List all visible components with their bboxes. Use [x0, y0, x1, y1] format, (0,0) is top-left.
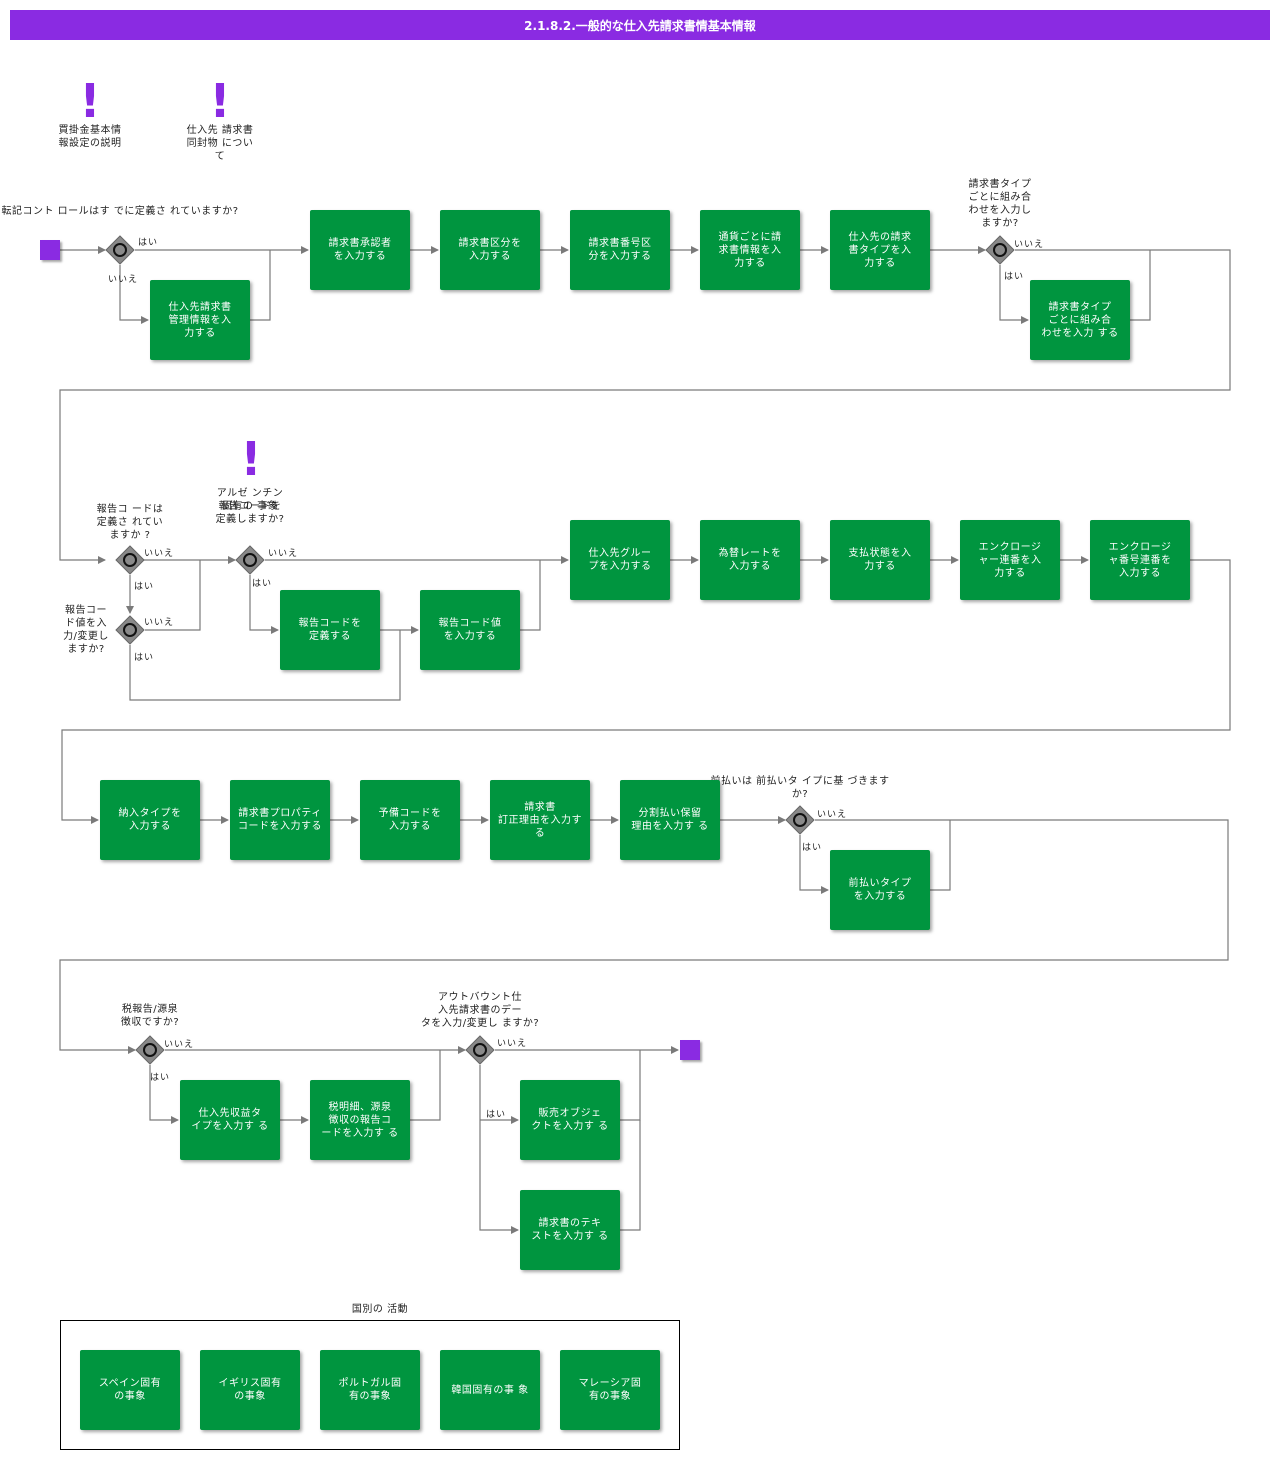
gateway-diamond	[465, 1035, 495, 1065]
start-event	[40, 240, 60, 260]
gateway-question: 税報告/源泉 徴収ですか?	[120, 1004, 180, 1028]
task-box[interactable]: エンクロージ ャー連番を入 力する	[960, 520, 1060, 600]
group-label: 国別の 活動	[351, 1304, 409, 1315]
gateway-question: アウトバウント仕 入先請求書のデー タを入力/変更し ますか?	[420, 992, 540, 1029]
task-box[interactable]: 仕入先請求書 管理情報を入 力する	[150, 280, 250, 360]
gateway-diamond	[235, 545, 265, 575]
branch-yes-label: はい	[138, 238, 159, 248]
branch-no-label: いいえ	[1014, 240, 1045, 250]
country-task-box[interactable]: マレーシア固 有の事象	[560, 1350, 660, 1430]
gateway-diamond	[115, 545, 145, 575]
task-box[interactable]: 納入タイプを 入力する	[100, 780, 200, 860]
task-box[interactable]: 請求書プロパティ コードを入力する	[230, 780, 330, 860]
country-task-box[interactable]: スペイン固有 の事象	[80, 1350, 180, 1430]
branch-yes-label: はい	[150, 1073, 171, 1083]
gateway-question: 転記コント ロールはす でに定義さ れていますか?	[1, 206, 239, 217]
task-box[interactable]: 請求書番号区 分を入力する	[570, 210, 670, 290]
note-label: 仕入先 請求書 同封物 につい て	[186, 125, 254, 162]
task-box[interactable]: 予備コードを 入力する	[360, 780, 460, 860]
task-box[interactable]: 請求書 訂正理由を入力する	[490, 780, 590, 860]
branch-no-label: いいえ	[108, 275, 139, 285]
note-label: アルゼ ンチン 固有の 事象	[216, 488, 284, 512]
task-box[interactable]: 分割払い保留 理由を入力す る	[620, 780, 720, 860]
country-task-box[interactable]: イギリス固有 の事象	[200, 1350, 300, 1430]
branch-yes-label: はい	[486, 1110, 507, 1120]
task-box[interactable]: 請求書区分を 入力する	[440, 210, 540, 290]
task-box[interactable]: 仕入先収益タ イプを入力す る	[180, 1080, 280, 1160]
task-box[interactable]: 通貨ごとに請 求書情報を入 力する	[700, 210, 800, 290]
branch-no-label: いいえ	[497, 1039, 528, 1049]
branch-yes-label: はい	[1004, 272, 1025, 282]
note-label: 買掛金基本情 報設定の説明	[58, 125, 122, 149]
task-box[interactable]: 仕入先の請求 書タイプを入 力する	[830, 210, 930, 290]
branch-no-label: いいえ	[144, 618, 175, 628]
task-box[interactable]: 請求書のテキ ストを入力す る	[520, 1190, 620, 1270]
gateway-diamond	[785, 805, 815, 835]
branch-no-label: いいえ	[268, 549, 299, 559]
task-box[interactable]: 販売オブジェ クトを入力す る	[520, 1080, 620, 1160]
gateway-diamond	[105, 235, 135, 265]
task-box[interactable]: エンクロージ ャ番号連番を 入力する	[1090, 520, 1190, 600]
task-box[interactable]: 仕入先グルー プを入力する	[570, 520, 670, 600]
branch-no-label: いいえ	[144, 549, 175, 559]
task-box[interactable]: 請求書承認者 を入力する	[310, 210, 410, 290]
task-box[interactable]: 報告コード値 を入力する	[420, 590, 520, 670]
branch-no-label: いいえ	[164, 1040, 195, 1050]
task-box[interactable]: 請求書タイプ ごとに組み合 わせを入力 する	[1030, 280, 1130, 360]
gateway-question: 報告コー ド値を入 力/変更し ますか?	[63, 605, 109, 655]
country-task-box[interactable]: 韓国固有の事 象	[440, 1350, 540, 1430]
branch-no-label: いいえ	[817, 810, 848, 820]
gateway-question: 請求書タイプ ごとに組み合 わせを入力し ますか?	[968, 179, 1032, 229]
branch-yes-label: はい	[134, 582, 155, 592]
exclamation-icon: !	[240, 432, 262, 486]
exclamation-icon: !	[79, 74, 101, 128]
task-box[interactable]: 税明細、源泉 徴収の報告コ ードを入力す る	[310, 1080, 410, 1160]
branch-yes-label: はい	[252, 579, 273, 589]
gateway-question: 前払いは 前払いタ イプに基 づきます か?	[710, 776, 890, 800]
gateway-diamond	[115, 615, 145, 645]
country-activities-group	[60, 1320, 680, 1450]
branch-yes-label: はい	[134, 653, 155, 663]
gateway-question: 報告コ ードは 定義さ れてい ますか ?	[96, 504, 164, 541]
diagram-title: 2.1.8.2.一般的な仕入先請求書情基本情報	[10, 10, 1270, 40]
gateway-diamond	[985, 235, 1015, 265]
gateway-question: 報告コードを定義しますか?	[215, 501, 285, 525]
exclamation-icon: !	[209, 74, 231, 128]
task-box[interactable]: 為替レートを 入力する	[700, 520, 800, 600]
gateway-diamond	[135, 1035, 165, 1065]
end-event	[680, 1040, 700, 1060]
task-box[interactable]: 報告コードを 定義する	[280, 590, 380, 670]
branch-yes-label: はい	[802, 843, 823, 853]
task-box[interactable]: 前払いタイプ を入力する	[830, 850, 930, 930]
task-box[interactable]: 支払状態を入 力する	[830, 520, 930, 600]
country-task-box[interactable]: ポルトガル固 有の事象	[320, 1350, 420, 1430]
